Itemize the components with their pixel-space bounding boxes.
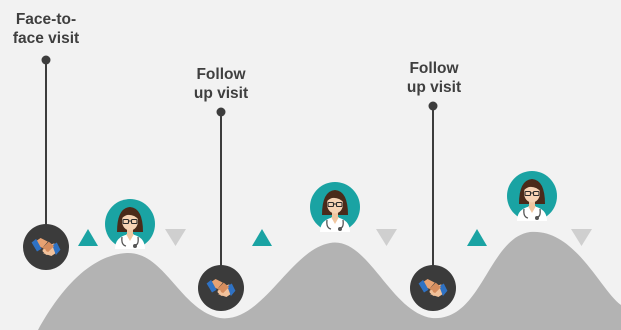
visit-label-face-to-face: Face-to- face visit [12, 11, 80, 47]
pin-follow-up-2 [428, 101, 438, 270]
doctor-icon [105, 199, 155, 249]
handshake-icon [23, 224, 69, 270]
mountain-range [38, 231, 621, 330]
visit-label-follow-up-2: Follow up visit [406, 60, 462, 96]
triangle-up-icon [467, 229, 487, 246]
doctor-icon [310, 182, 360, 232]
triangle-down-icon [376, 229, 397, 246]
visit-label-follow-up-1: Follow up visit [193, 66, 249, 102]
triangle-down-icon [571, 229, 592, 246]
pin-face-to-face [41, 55, 51, 234]
triangle-down-icon [165, 229, 186, 246]
triangle-up-icon [78, 229, 98, 246]
handshake-icon [198, 265, 244, 311]
pin-follow-up-1 [216, 107, 226, 270]
triangle-up-icon [252, 229, 272, 246]
handshake-icon [410, 265, 456, 311]
doctor-icon [507, 171, 557, 221]
